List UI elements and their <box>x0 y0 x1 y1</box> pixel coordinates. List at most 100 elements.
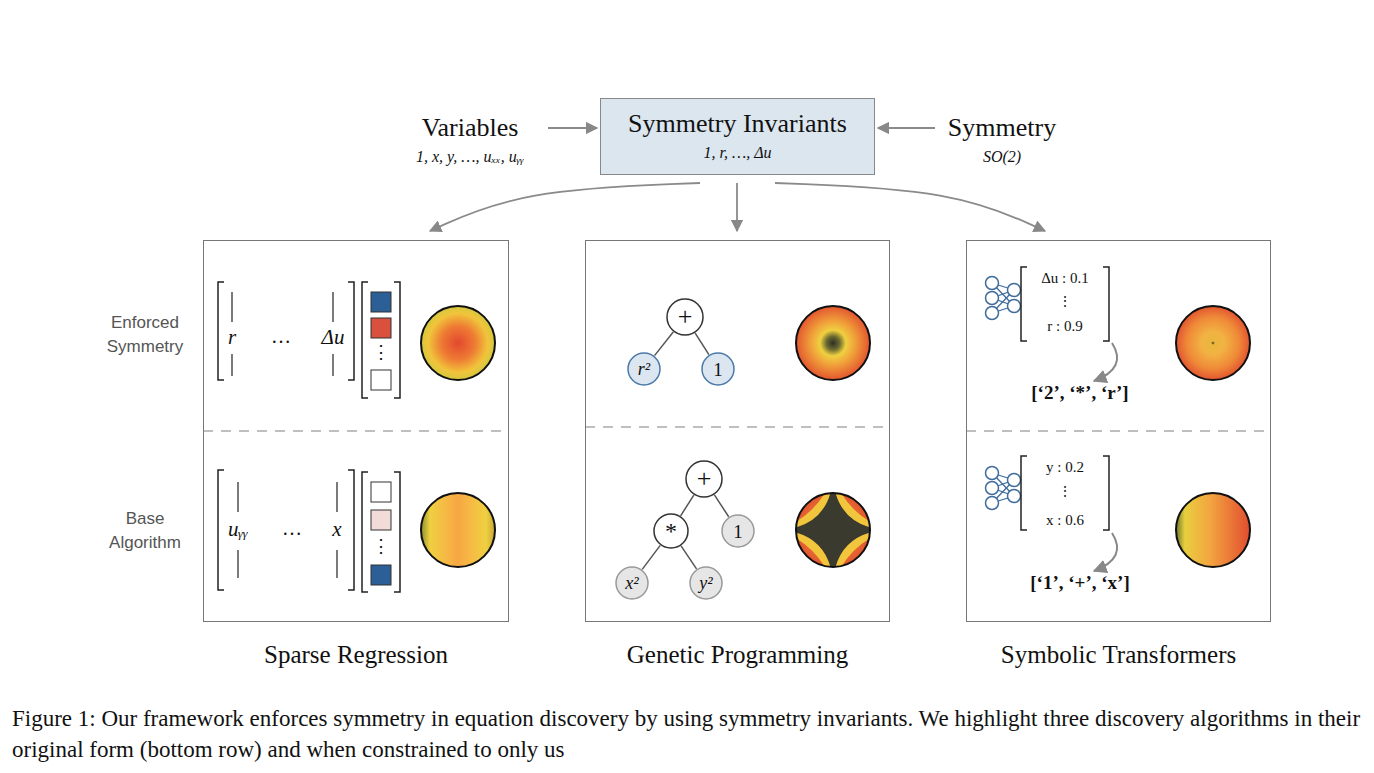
matrix-bracket <box>218 282 224 380</box>
tree-branch <box>681 495 694 516</box>
formula-text: [‘1’, ‘+’, ‘x’] <box>1030 572 1129 595</box>
method-panel: Genetic Programming+r²1+*1x²y² <box>585 240 890 622</box>
network-unit <box>986 292 999 305</box>
node-circle <box>690 567 722 599</box>
formula-text: Δu : 0.1 <box>1041 269 1089 287</box>
row-label: Enforced Symmetry <box>90 311 200 359</box>
network-unit <box>1008 474 1021 487</box>
node-circle <box>702 353 734 385</box>
row-label: Base Algorithm <box>95 507 195 555</box>
vector-bracket <box>362 472 368 592</box>
node-circle <box>628 353 660 385</box>
tree-branch <box>681 546 696 569</box>
expression-node: r² <box>627 352 661 386</box>
flow-arrow <box>430 183 700 231</box>
expression-symbol: * <box>653 513 689 549</box>
column-bar <box>237 482 238 512</box>
tree-branch <box>695 333 709 355</box>
matrix-bracket <box>348 282 354 380</box>
tree-branch <box>655 332 674 356</box>
column-bar <box>231 292 232 322</box>
star-glow <box>778 475 888 585</box>
network-unit <box>986 277 999 290</box>
network-unit <box>1008 490 1021 503</box>
network-unit <box>986 482 999 495</box>
formula-text: … <box>271 324 291 348</box>
solution-disc <box>796 306 870 380</box>
figure-caption: Figure 1: Our framework enforces symmetr… <box>12 703 1362 765</box>
node-heading: Symmetry <box>912 112 1092 144</box>
expression-symbol: r² <box>627 352 661 386</box>
formula-text: [‘2’, ‘*’, ‘r’] <box>1031 382 1128 405</box>
expression-node: x² <box>615 566 649 600</box>
expression-symbol: + <box>666 298 704 336</box>
method-panel: Sparse Regression <box>203 240 509 622</box>
solution-disc <box>1176 306 1250 380</box>
method-panel: Symbolic Transformers <box>966 240 1271 622</box>
invariants-box: Symmetry Invariants1, r, …, Δu <box>600 98 875 175</box>
solution-disc <box>1176 493 1250 567</box>
matrix-bracket <box>348 470 354 590</box>
column-bar <box>231 354 232 376</box>
formula-text: ⋮ <box>1058 484 1072 501</box>
column-bar <box>237 550 238 578</box>
expression-symbol: 1 <box>701 352 735 386</box>
formula-text: Δu <box>322 325 345 350</box>
formula-text: ⋮ <box>1058 294 1072 311</box>
vector-bracket <box>1021 456 1027 530</box>
solution-disc <box>421 306 495 380</box>
vector-bracket <box>394 282 400 398</box>
panel-title: Symbolic Transformers <box>967 640 1270 670</box>
node-circle <box>722 515 754 547</box>
formula-text: … <box>282 516 302 540</box>
network-icon <box>986 467 1021 510</box>
formula-text: ⋮ <box>372 342 390 364</box>
coefficient-square <box>371 370 391 390</box>
coefficient-square <box>371 318 391 338</box>
expression-symbol: + <box>685 460 723 498</box>
expression-node: 1 <box>701 352 735 386</box>
input-label: Variables1, x, y, …, uₓₓ, uᵧᵧ <box>380 112 560 178</box>
node-circle <box>667 299 703 335</box>
panel-title: Genetic Programming <box>586 640 889 670</box>
formula-text: y : 0.2 <box>1046 458 1084 476</box>
column-bar <box>336 482 337 512</box>
network-unit <box>1008 284 1021 297</box>
formula-text: r : 0.9 <box>1047 317 1082 335</box>
formula-text: uᵧᵧ <box>228 517 248 542</box>
disc-outline <box>796 493 870 567</box>
expression-node: 1 <box>721 514 755 548</box>
column-bar <box>332 292 333 322</box>
decode-arrow <box>1094 343 1117 381</box>
expression-symbol: 1 <box>721 514 755 548</box>
matrix-bracket <box>218 470 224 590</box>
vector-bracket <box>1103 267 1109 341</box>
formula-text: x : 0.6 <box>1046 511 1084 529</box>
flow-arrow <box>878 127 935 129</box>
tree-branch <box>714 495 728 517</box>
node-heading: Symmetry Invariants <box>601 108 874 140</box>
coefficient-square <box>371 565 391 585</box>
column-bar <box>336 550 337 578</box>
node-circle <box>616 567 648 599</box>
formula-text: x <box>332 517 341 542</box>
network-unit <box>986 307 999 320</box>
decode-arrow <box>1094 533 1117 571</box>
coefficient-square <box>371 292 391 312</box>
coefficient-square <box>371 510 391 530</box>
vector-bracket <box>1103 456 1109 530</box>
flow-arrow <box>736 183 738 231</box>
node-subtitle: 1, x, y, …, uₓₓ, uᵧᵧ <box>380 147 560 167</box>
flow-arrow <box>775 183 1045 231</box>
network-unit <box>986 497 999 510</box>
expression-node: * <box>653 513 689 549</box>
network-icon <box>986 277 1021 320</box>
network-unit <box>986 467 999 480</box>
coefficient-square <box>371 482 391 502</box>
expression-node: + <box>666 298 704 336</box>
column-bar <box>332 354 333 376</box>
solution-disc <box>421 493 495 567</box>
row-separator <box>203 430 509 432</box>
